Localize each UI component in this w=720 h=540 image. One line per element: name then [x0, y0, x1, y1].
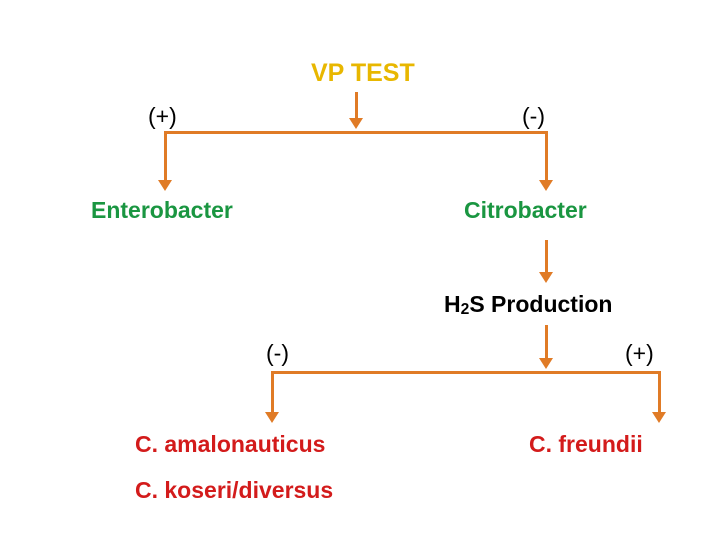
node-vp-test: VP TEST [311, 59, 415, 87]
arrowhead-vp-stem [349, 118, 363, 129]
label-h2s-negative: (-) [266, 340, 289, 366]
node-citrobacter: Citrobacter [464, 197, 587, 223]
node-h2s-production: H2S Production [444, 291, 613, 318]
arrowhead-freundii [652, 412, 666, 423]
arrowhead-enterobacter [158, 180, 172, 191]
node-c-freundii: C. freundii [529, 431, 643, 457]
arrowhead-citrobacter [539, 180, 553, 191]
connector-h2s-bar [271, 371, 661, 374]
label-h2s-positive: (+) [625, 340, 654, 366]
h2s-prefix: H [444, 291, 461, 317]
arrowhead-h2s-stem [539, 358, 553, 369]
arrowhead-h2s [539, 272, 553, 283]
connector-vp-right-branch [545, 131, 548, 184]
connector-vp-left-branch [164, 131, 167, 184]
node-c-koseri-diversus: C. koseri/diversus [135, 477, 334, 503]
node-enterobacter: Enterobacter [91, 197, 233, 223]
node-c-amalonauticus: C. amalonauticus [135, 431, 326, 457]
h2s-subscript: 2 [460, 300, 470, 318]
connector-citrobacter-to-h2s [545, 240, 548, 277]
label-vp-positive: (+) [148, 103, 177, 129]
connector-h2s-right-branch [658, 371, 661, 417]
arrowhead-amalonauticus [265, 412, 279, 423]
connector-vp-stem [355, 92, 358, 124]
connector-h2s-stem [545, 325, 548, 365]
connector-vp-bar [164, 131, 548, 134]
h2s-suffix: S Production [469, 291, 613, 317]
connector-h2s-left-branch [271, 371, 274, 417]
label-vp-negative: (-) [522, 103, 545, 129]
